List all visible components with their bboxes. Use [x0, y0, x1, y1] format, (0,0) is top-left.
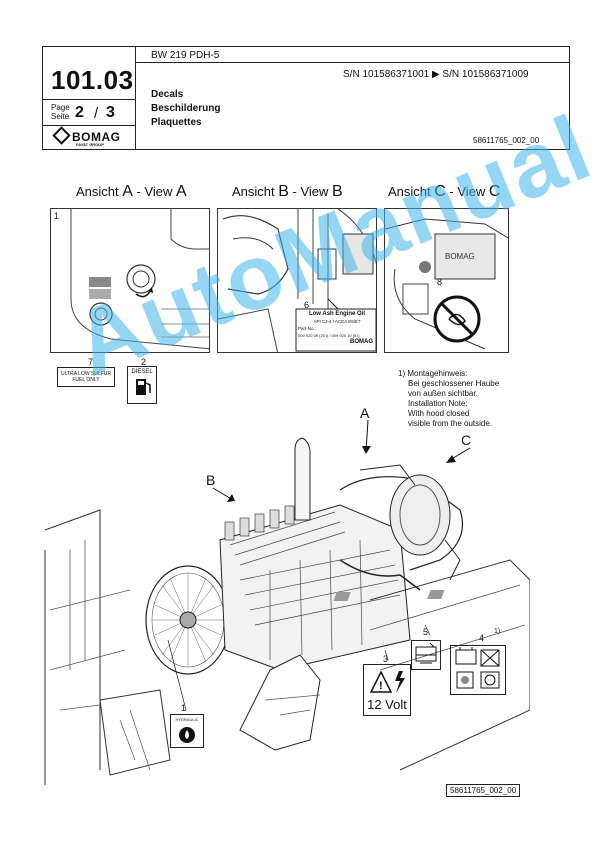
part-1-number: 1: [181, 703, 187, 713]
part-3-number: 3: [383, 654, 389, 664]
hydraulic-oil-icon: [179, 727, 195, 743]
serial-range: S/N 101586371001 ▶ S/N 101586371009: [343, 69, 529, 80]
header-divider: [135, 62, 569, 63]
arrow-label-c: C: [461, 432, 472, 448]
detail-view-c: BOMAG 8: [384, 208, 509, 353]
header-divider: [135, 47, 136, 149]
view-c-item-number: 8: [437, 277, 443, 287]
view-b-item-number: 6: [304, 300, 310, 310]
view-a-item-number: 1: [54, 211, 60, 221]
ultra-low-sulfur-decal: ULTRA LOW SULFUR FUEL ONLY: [57, 367, 115, 387]
engine-overview-drawing: [44, 419, 530, 785]
warning-electric-icon: !: [369, 670, 405, 693]
model-name: BW 219 PDH-5: [151, 50, 220, 61]
fuel-pump-icon: [136, 379, 151, 395]
part-4-note: 1): [494, 628, 501, 635]
decal-7-number: 7: [88, 357, 94, 367]
header-divider: [43, 99, 135, 100]
bomag-logo: BOMAG: [52, 126, 121, 145]
engine-detail-a-drawing: [70, 209, 209, 350]
header-block: BW 219 PDH-5 101.03 Page Seite 2 / 3 BOM…: [42, 46, 570, 150]
caption-view-b: Ansicht B - View B: [232, 183, 343, 200]
battery-warning-icon: [455, 647, 500, 689]
page-separator: /: [94, 105, 99, 122]
title-de: Beschilderung: [151, 103, 221, 114]
page-total: 3: [106, 104, 115, 121]
caption-view-c: Ansicht C - View C: [388, 183, 501, 200]
diesel-decal: DIESEL: [127, 366, 157, 404]
doc-number: 101.03: [51, 65, 134, 95]
logo-subtext: FAYAT GROUP: [76, 142, 104, 147]
bomag-diamond-icon: [52, 126, 71, 145]
detail-view-a: 1: [50, 208, 210, 353]
installation-note: 1) Montagehinweis: Bei geschlossener Hau…: [398, 369, 500, 428]
engine-detail-c-drawing: BOMAG: [385, 218, 508, 350]
header-divider: [43, 125, 135, 126]
battery-warning-decal: [450, 645, 506, 695]
caption-view-a: Ansicht A - View A: [76, 183, 187, 200]
hydraulic-decal: HYDRAULIC: [170, 714, 204, 748]
page-label: Page Seite: [51, 103, 70, 121]
battery-voltage-decal: ! 12 Volt: [363, 664, 411, 716]
reference-number: 58611765_002_00: [473, 136, 540, 145]
title-en: Decals: [151, 89, 184, 100]
bottom-reference-number: 58611765_002_00: [446, 784, 521, 797]
page-current: 2: [75, 104, 84, 121]
detail-view-b: 6 Low Ash Engine Oil API CJ-4 / ACEA E6/…: [217, 208, 377, 353]
arrow-label-b: B: [206, 472, 216, 488]
title-fr: Plaquettes: [151, 117, 202, 128]
engine-detail-b-drawing: [218, 209, 376, 352]
svg-text:!: !: [379, 680, 383, 692]
svg-text:BOMAG: BOMAG: [445, 252, 475, 261]
coolant-level-icon: [415, 642, 437, 664]
coolant-decal: [411, 640, 441, 670]
part-5-number: 5: [423, 627, 429, 637]
arrow-label-a: A: [360, 405, 370, 421]
decal-2-number: 2: [141, 357, 147, 367]
part-4-number: 4: [479, 633, 485, 643]
oil-decal: Low Ash Engine Oil API CJ-4 / ACEA E6/E7…: [298, 311, 373, 345]
